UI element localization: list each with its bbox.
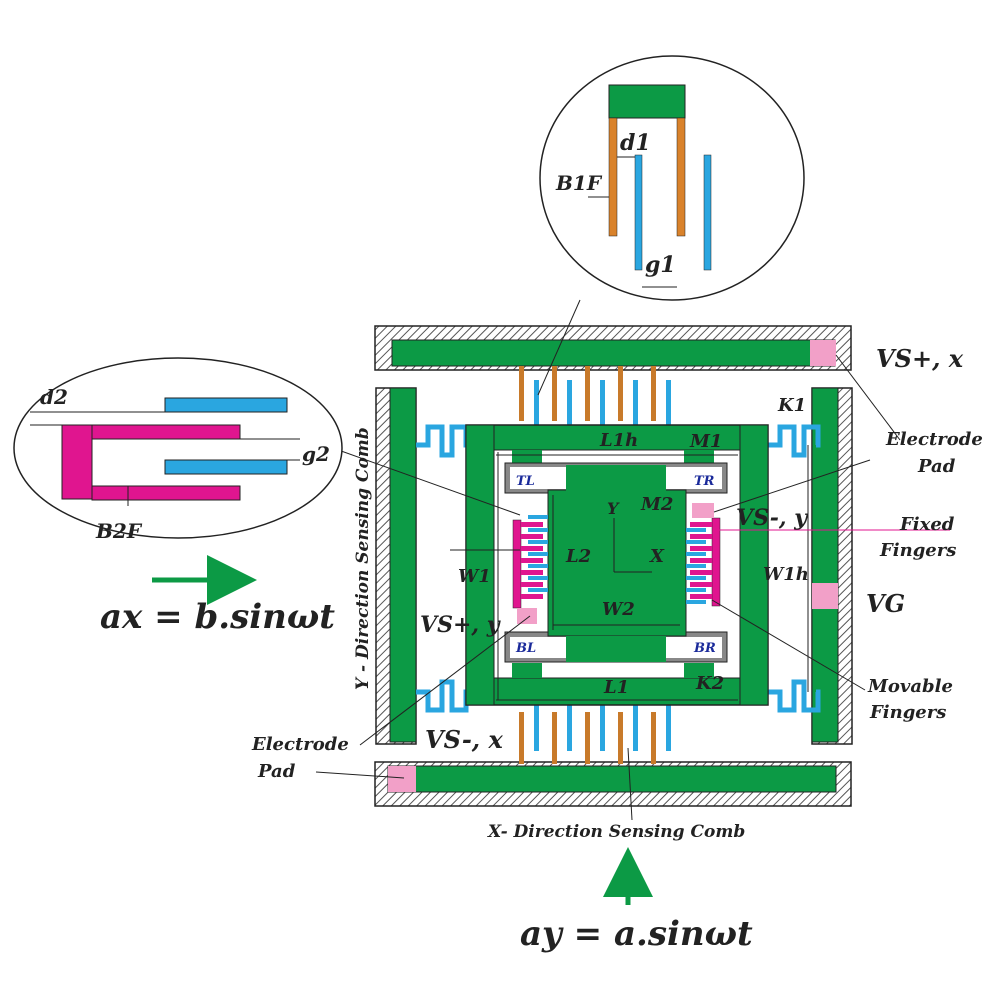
label-ax-equation: ax = b.sinωt bbox=[100, 597, 335, 637]
label-vs-minus-y: VS-, y bbox=[736, 505, 809, 531]
label-fixed-fingers-1: Fixed bbox=[899, 514, 955, 535]
zoom-circle-top bbox=[539, 55, 805, 301]
label-l1: L1 bbox=[603, 677, 629, 698]
electrode-pad-vs-plus-y bbox=[517, 608, 537, 624]
label-g1: g1 bbox=[645, 252, 676, 278]
label-x-comb: X- Direction Sensing Comb bbox=[487, 822, 745, 842]
label-d2: d2 bbox=[40, 385, 68, 409]
electrode-pad-top-right bbox=[810, 340, 836, 366]
label-electrode-pad-left-1: Electrode bbox=[251, 734, 349, 755]
label-br: BR bbox=[693, 641, 716, 656]
right-inner-comb bbox=[686, 503, 721, 607]
left-frame bbox=[375, 387, 417, 745]
label-vg: VG bbox=[866, 589, 905, 618]
leader-lines bbox=[315, 299, 950, 821]
label-fixed-fingers-2: Fingers bbox=[879, 540, 956, 561]
label-l2: L2 bbox=[565, 546, 591, 567]
label-tl: TL bbox=[516, 474, 535, 489]
bottom-comb-fingers bbox=[519, 705, 671, 764]
bottom-frame bbox=[374, 761, 852, 807]
label-l1h: L1h bbox=[599, 430, 638, 451]
label-g2: g2 bbox=[302, 442, 330, 466]
label-movable-fingers-2: Fingers bbox=[869, 702, 946, 723]
label-y-comb: Y - Direction Sensing Comb bbox=[353, 427, 373, 690]
dimension-lines bbox=[496, 445, 809, 701]
label-m2: M2 bbox=[640, 494, 673, 515]
electrode-pad-vs-minus-y bbox=[692, 503, 714, 518]
label-electrode-pad-left-2: Pad bbox=[257, 761, 296, 782]
label-b2f: B2F bbox=[95, 519, 143, 543]
label-vs-minus-x: VS-, x bbox=[425, 725, 504, 754]
label-bl: BL bbox=[515, 641, 536, 656]
label-movable-fingers-1: Movable bbox=[867, 676, 953, 697]
electrode-pad-vg bbox=[812, 583, 838, 609]
label-k1: K1 bbox=[777, 395, 806, 416]
label-electrode-pad-right-2: Pad bbox=[917, 456, 956, 477]
label-w1: W1 bbox=[458, 566, 491, 587]
label-k2: K2 bbox=[695, 673, 724, 694]
top-frame bbox=[374, 325, 852, 371]
label-w1h: W1h bbox=[763, 564, 809, 585]
label-electrode-pad-right-1: Electrode bbox=[885, 429, 983, 450]
label-ay-equation: ay = a.sinωt bbox=[520, 914, 753, 954]
label-axis-x: X bbox=[649, 546, 665, 567]
top-comb-fingers bbox=[519, 366, 671, 428]
electrode-pad-bottom-left bbox=[388, 766, 416, 792]
label-d1: d1 bbox=[620, 130, 651, 156]
label-m1: M1 bbox=[689, 431, 722, 452]
left-inner-comb bbox=[512, 515, 548, 624]
label-vs-plus-y: VS+, y bbox=[420, 612, 502, 638]
label-vs-plus-x: VS+, x bbox=[876, 344, 964, 373]
label-axis-y: Y bbox=[607, 499, 620, 518]
label-tr: TR bbox=[694, 474, 715, 489]
label-b1f: B1F bbox=[555, 171, 603, 195]
label-w2: W2 bbox=[602, 599, 635, 620]
inner-proof-mass bbox=[547, 465, 687, 662]
zoom-circle-left bbox=[13, 357, 343, 539]
